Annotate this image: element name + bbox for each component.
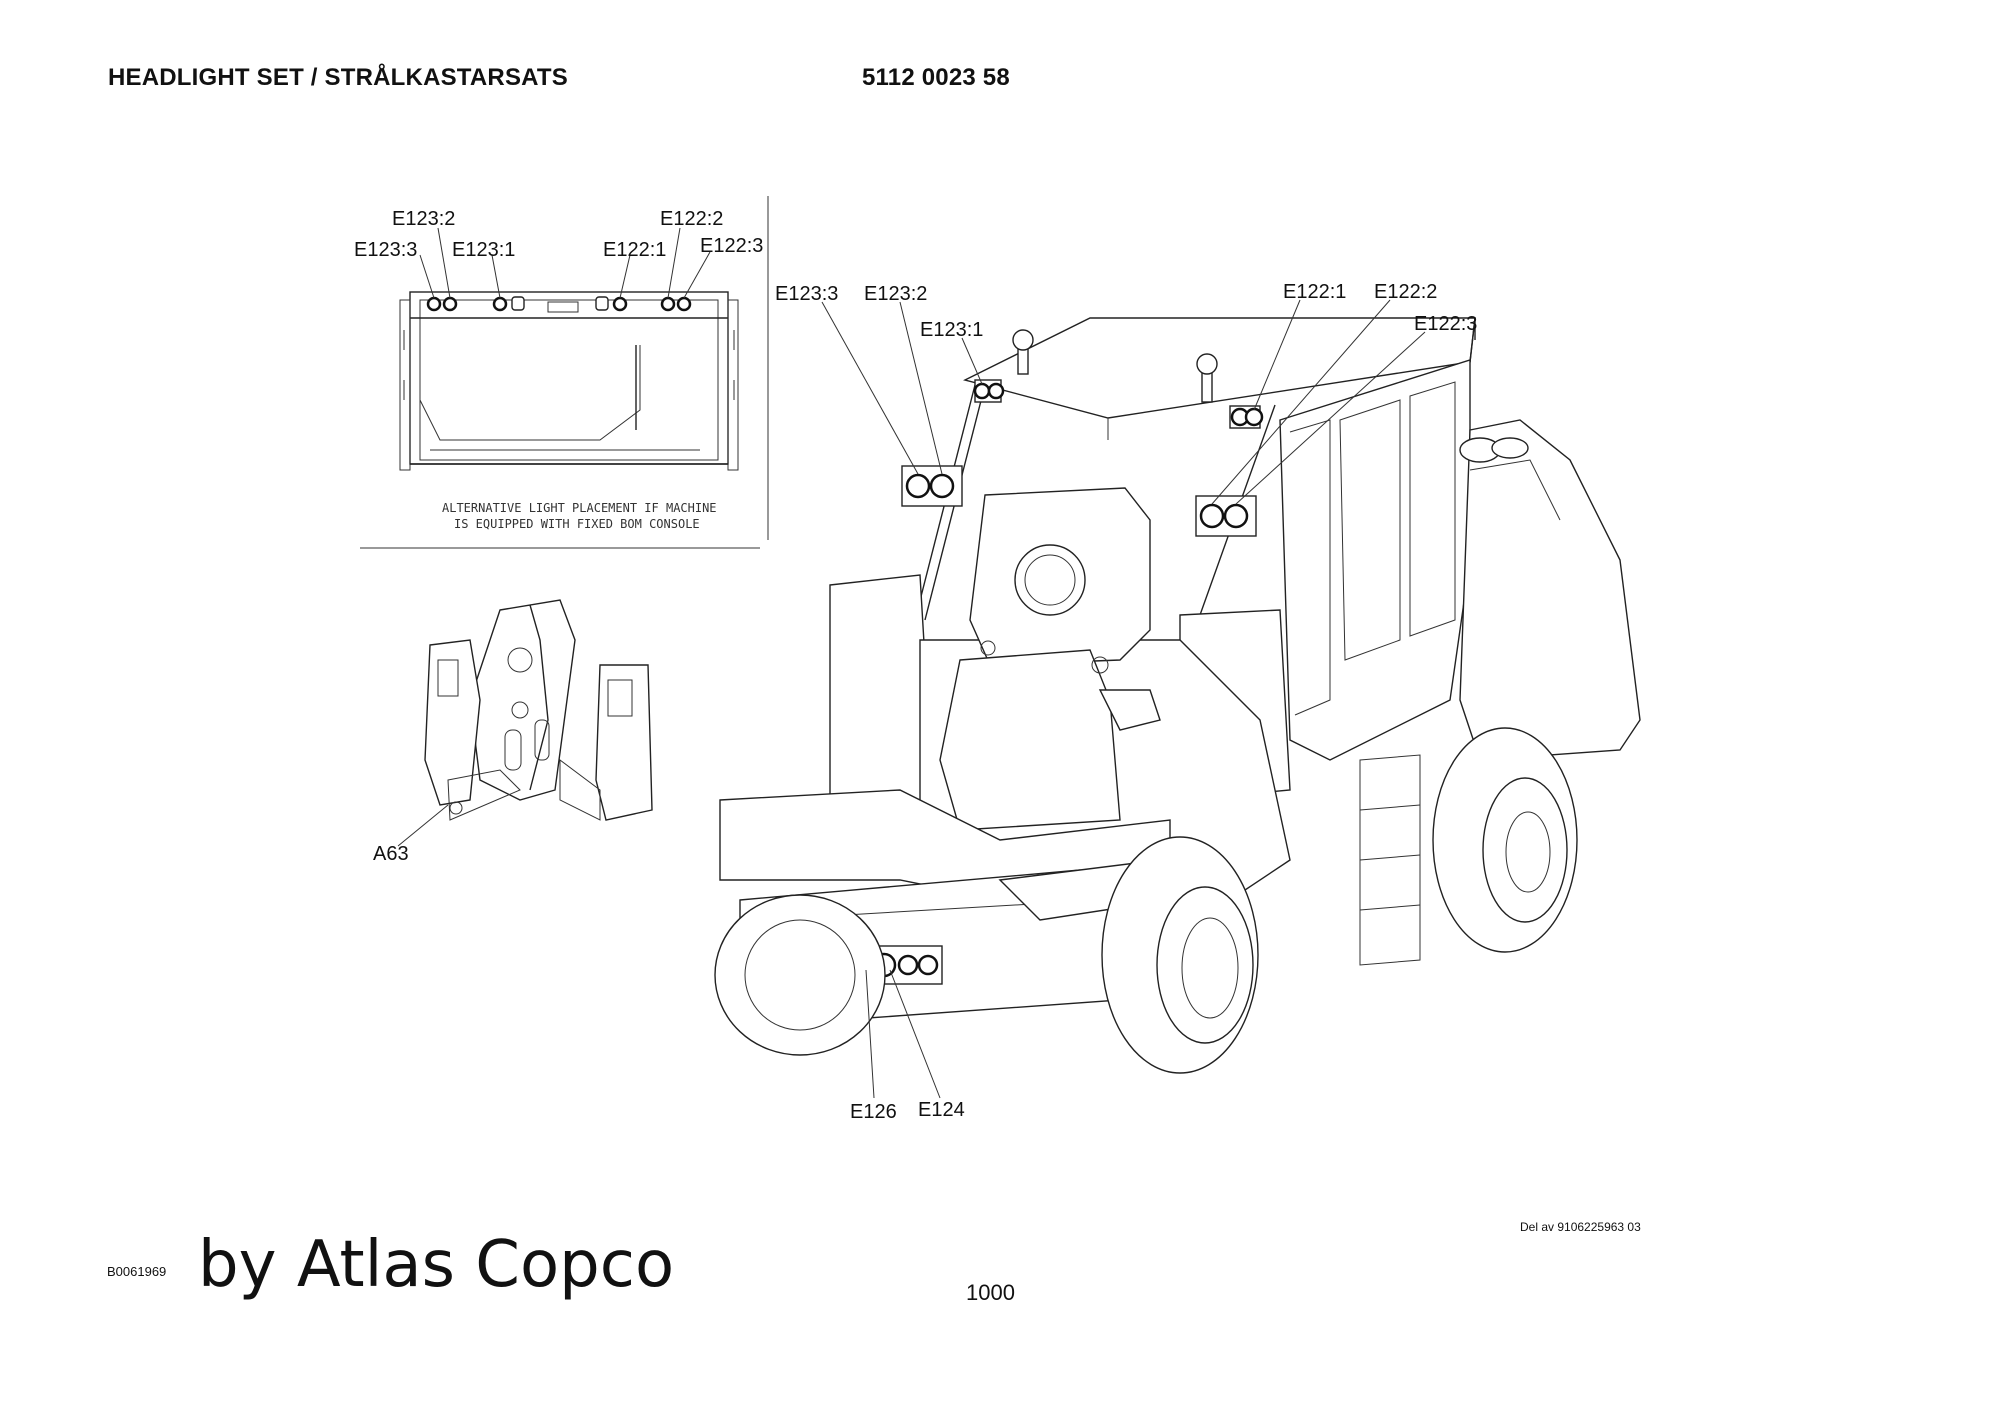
wheel-loader-drawing: E123:3 E123:2 E123:1 E122:1 E122:2 E122:… (714, 281, 1641, 1123)
inset-label-e123-3: E123:3 (354, 239, 417, 261)
machine-label-e122-1: E122:1 (1283, 281, 1346, 303)
inset-label-e123-2: E123:2 (392, 208, 455, 230)
inset-label-e123-1: E123:1 (452, 239, 515, 261)
machine-label-e123-2: E123:2 (864, 283, 927, 305)
machine-label-e124: E124 (918, 1099, 965, 1121)
inset-label-e122-2: E122:2 (660, 208, 723, 230)
part-of-reference: Del av 9106225963 03 (1520, 1220, 1641, 1234)
inset-label-e122-3: E122:3 (700, 235, 763, 257)
machine-label-e123-3: E123:3 (775, 283, 838, 305)
bracket-a63-drawing: A63 (373, 599, 653, 865)
drawing-number: B0061969 (107, 1264, 167, 1279)
machine-label-e122-3: E122:3 (1414, 313, 1477, 335)
machine-label-e123-1: E123:1 (920, 319, 983, 341)
inset-note-line1: ALTERNATIVE LIGHT PLACEMENT IF MACHINE (442, 501, 717, 515)
inset-label-e122-1: E122:1 (603, 239, 666, 261)
inset-note-line2: IS EQUIPPED WITH FIXED BOM CONSOLE (454, 517, 700, 531)
page-title: HEADLIGHT SET / STRÅLKASTARSATS (108, 64, 568, 91)
brand-caption: by Atlas Copco (198, 1228, 675, 1302)
machine-label-e126: E126 (850, 1101, 897, 1123)
part-number: 5112 0023 58 (862, 64, 1010, 91)
bracket-label-a63: A63 (373, 843, 409, 865)
machine-label-e122-2: E122:2 (1374, 281, 1437, 303)
inset-cab-front-view: E123:2 E123:3 E123:1 E122:1 E122:2 E122:… (354, 196, 769, 549)
page-number: 1000 (966, 1280, 1015, 1305)
